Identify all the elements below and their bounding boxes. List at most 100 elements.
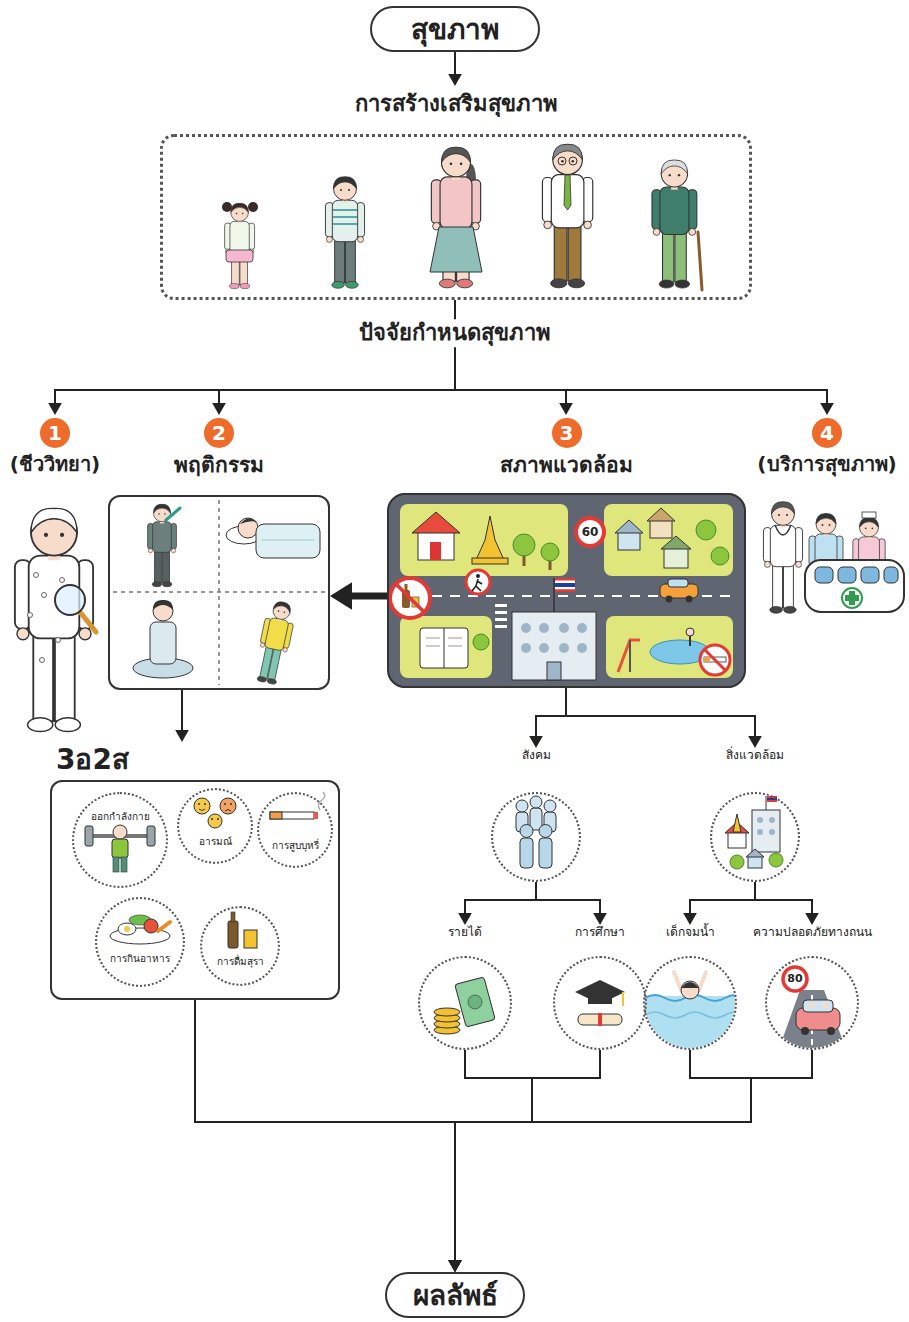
town-map-part <box>396 584 424 612</box>
town-map-part <box>604 504 733 576</box>
environment-icons-part <box>827 1027 835 1035</box>
town-map-part <box>476 516 504 560</box>
speed-sign-number: 60 <box>582 525 599 540</box>
town-map-part <box>521 643 531 653</box>
arrow-head <box>330 582 352 610</box>
life-style-icons-part <box>144 919 158 933</box>
health-service-staff-part <box>767 499 768 500</box>
environment-icons-part <box>681 981 699 999</box>
environment-icons-part <box>767 798 777 800</box>
arrow-head <box>559 403 573 415</box>
environment-icons-part <box>434 1008 460 1016</box>
callout-number: 1 <box>40 418 70 448</box>
connector-line <box>181 690 183 735</box>
connector-line <box>455 1050 532 1265</box>
node-title: 3อ2ส <box>56 742 129 777</box>
node-title: สภาพแวดล้อม <box>500 452 633 478</box>
town-map-part <box>629 640 631 672</box>
behaviour-panels <box>113 500 325 686</box>
connector <box>48 300 455 415</box>
body-figure-part <box>15 508 93 731</box>
town-map-part <box>606 616 733 678</box>
life-style-icons-part <box>211 818 213 820</box>
life-style-icons-part <box>85 826 93 846</box>
topic-circle: สังคม <box>486 748 586 882</box>
environment-icons-part <box>468 995 482 1009</box>
health-service-staff-part <box>815 567 833 583</box>
topic-text: การดื่มสุรา <box>217 956 264 969</box>
arrow-head <box>820 403 834 415</box>
connector-line <box>536 688 566 741</box>
environment-icons-part <box>640 995 745 1056</box>
life-style-icons <box>85 792 325 948</box>
health-service-staff-part <box>763 502 802 614</box>
environment-icons-part <box>803 1000 833 1012</box>
town-map-part <box>577 623 587 633</box>
town-map-part <box>426 646 440 647</box>
topic-text: อารมณ์ <box>199 836 232 849</box>
connector-line <box>455 300 566 408</box>
callout-number: 4 <box>812 418 842 448</box>
connector-line <box>755 882 812 918</box>
environment-icons-part <box>544 800 556 812</box>
family-figures-part <box>333 223 357 225</box>
family-figures-part <box>325 177 364 289</box>
life-style-icons-part <box>113 825 127 839</box>
town-map-part <box>547 662 561 680</box>
town-map-part <box>513 534 535 556</box>
arrow-head <box>593 913 607 925</box>
town-map-part <box>495 618 507 621</box>
town-map-part <box>472 579 482 591</box>
health-service-staff-part <box>862 512 876 518</box>
town-map-part <box>555 578 575 581</box>
arrow-head <box>458 913 472 925</box>
health-service-staff-part <box>838 567 856 583</box>
health-service-staff-part <box>884 567 898 583</box>
connector-line <box>465 882 536 918</box>
connector <box>455 300 573 415</box>
body-figure-part <box>40 658 45 663</box>
life-style-icons-part <box>224 803 226 805</box>
node-title: รายได้ <box>448 925 482 940</box>
life-style-icons-part <box>270 812 282 819</box>
node-title: (บริการสุขภาพ) <box>757 452 896 477</box>
town-map-part <box>476 574 480 578</box>
life-style-icons-part <box>318 792 324 810</box>
health-service-staff-part <box>845 595 859 601</box>
topic-circle: การดื่มสุรา <box>200 906 280 986</box>
arrow-head <box>448 1260 462 1272</box>
connector <box>566 688 762 748</box>
topic-circle: อารมณ์ <box>177 788 253 864</box>
town-map-part <box>430 542 441 560</box>
town-map-part <box>388 493 745 688</box>
environment-icons-part <box>767 796 777 798</box>
environment-icons-part <box>455 977 495 1027</box>
life-style-icons-part <box>204 803 206 805</box>
town-map-part <box>705 650 725 670</box>
section-label: ปัจจัยกำหนดสุขภาพ <box>353 319 557 347</box>
circle-border <box>643 956 737 1050</box>
connector-line <box>566 688 755 741</box>
life-style-icons-part <box>225 810 231 812</box>
arrow-head <box>683 913 697 925</box>
life-style-icons-part <box>314 812 318 819</box>
connector <box>212 300 455 415</box>
behaviour-panels-part <box>262 540 314 541</box>
environment-icons-part <box>766 796 767 810</box>
callout-number: 3 <box>552 418 582 448</box>
factor-box: 1(ชีววิทยา) <box>2 415 108 795</box>
body-figure <box>15 508 96 731</box>
label-box: ปัจจัยกำหนดสุขภาพ <box>353 319 557 347</box>
environment-icons-part <box>746 849 764 857</box>
family-figures-part <box>698 232 702 290</box>
family-figures-part <box>225 203 255 288</box>
family-figures <box>222 144 702 290</box>
family-figures-part <box>564 175 571 210</box>
town-map-part <box>444 628 445 668</box>
environment-icons-part <box>588 994 612 1004</box>
family-figures-part <box>248 202 258 212</box>
town-map-part <box>553 578 555 612</box>
town-map-part <box>472 558 508 564</box>
connector <box>458 882 536 925</box>
environment-icons-part <box>757 817 763 823</box>
